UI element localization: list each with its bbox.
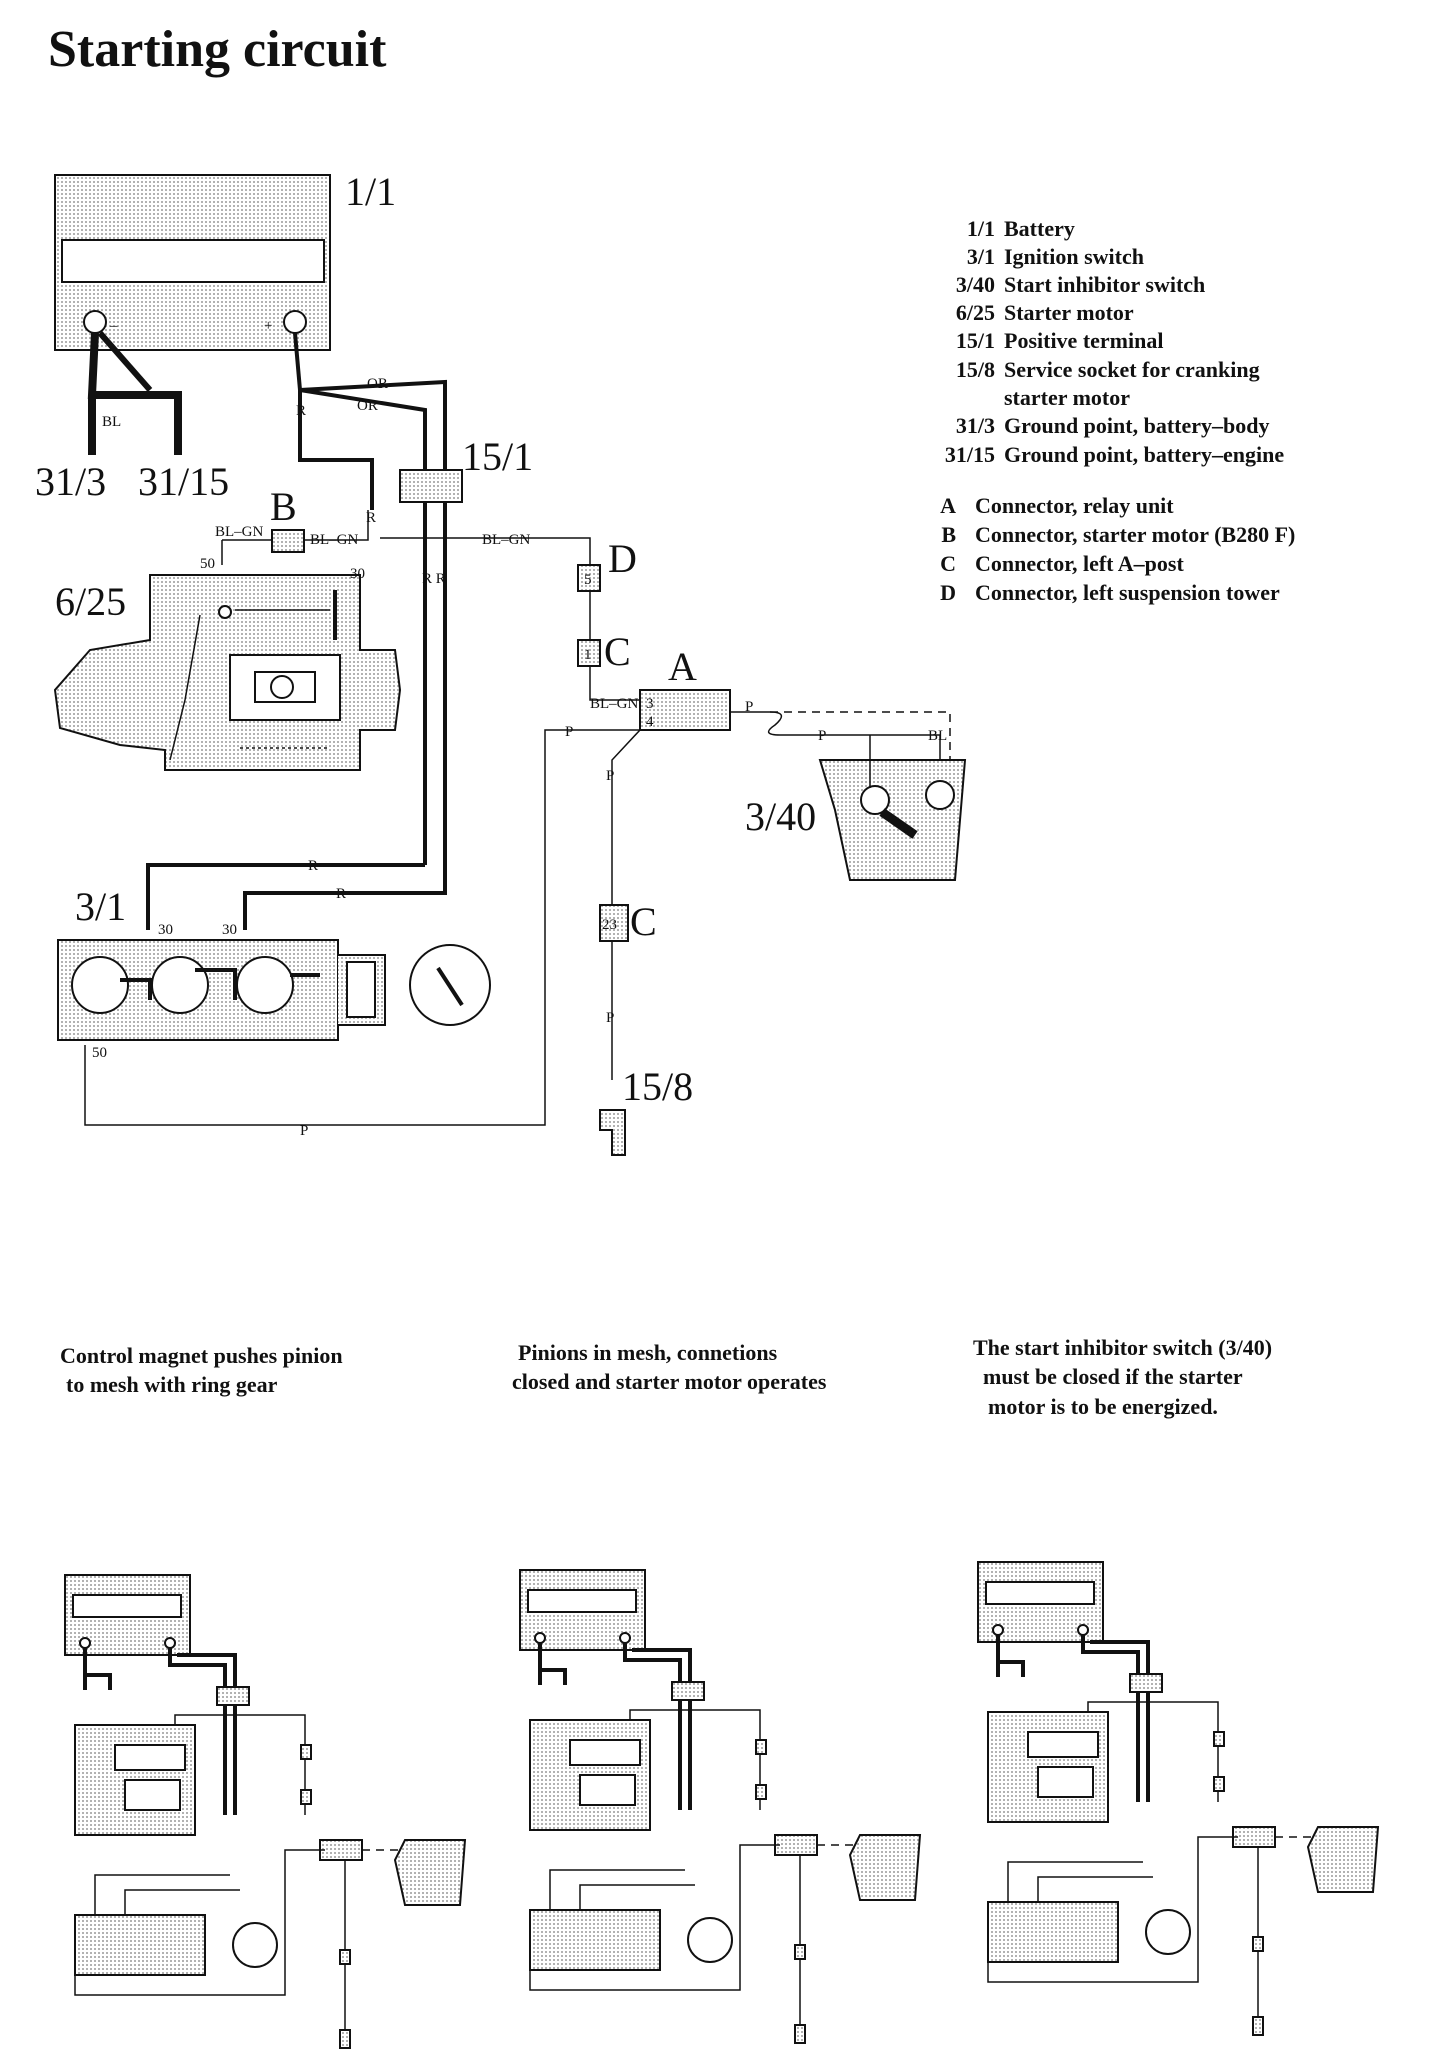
legend-text: Start inhibitor switch (1004, 272, 1205, 297)
legend-text: starter motor (1004, 385, 1130, 410)
inhibitor-switch-label: 3/40 (745, 794, 816, 839)
connector-a-label: A (668, 644, 697, 689)
battery-label: 1/1 (345, 169, 396, 214)
wire-label-bl-gn-b-right: BL–GN (310, 532, 359, 548)
ignition-terminal-30b: 30 (222, 922, 237, 938)
legend-text: Connector, relay unit (975, 493, 1174, 518)
legend-text: Service socket for cranking (1004, 357, 1260, 382)
legend-code: 1/1 (967, 216, 995, 241)
service-socket-label: 15/8 (622, 1064, 693, 1109)
legend-code: 3/1 (967, 244, 995, 269)
connector-a-pin4: 4 (646, 714, 654, 730)
connector-c-upper-label: C (604, 629, 631, 674)
caption-2: Pinions in mesh, connetions closed and s… (512, 1340, 827, 1394)
wire-label-p-bottom: P (300, 1123, 308, 1139)
caption-2-line1: Pinions in mesh, connetions (518, 1340, 778, 1365)
ignition-terminal-50: 50 (92, 1045, 107, 1061)
connector-b (271, 529, 305, 553)
wire-label-p-left: P (565, 724, 573, 740)
wire-label-r-battery: R (296, 403, 306, 419)
wire-label-r-ign2: R (336, 886, 346, 902)
connector-c-upper-pin: 1 (584, 647, 592, 663)
caption-3-line3: motor is to be energized. (988, 1394, 1218, 1419)
legend-code: B (941, 522, 956, 547)
mini-diagram-3 (976, 1560, 1380, 2037)
wire-label-bl-gn-a: BL–GN (590, 696, 639, 712)
legend-text: Battery (1004, 216, 1075, 241)
legend-text: Ground point, battery–engine (1004, 442, 1284, 467)
wire-label-or1: OR (367, 376, 388, 392)
caption-2-line2: closed and starter motor operates (512, 1369, 827, 1394)
caption-3-line2: must be closed if the starter (983, 1364, 1243, 1389)
battery: – + (54, 174, 331, 351)
ground-engine-label: 31/15 (138, 459, 229, 504)
start-inhibitor-switch (818, 735, 967, 881)
connector-c-lower-label: C (630, 899, 657, 944)
legend-code: D (940, 580, 956, 605)
wire-label-or2: OR (357, 398, 378, 414)
wire-label-p-down2: P (606, 1010, 614, 1026)
starter-motor (53, 574, 402, 771)
connector-d (577, 564, 601, 592)
ignition-switch (57, 939, 491, 1041)
ground-body-label: 31/3 (35, 459, 106, 504)
legend-code: A (940, 493, 956, 518)
page-title: Starting circuit (48, 21, 387, 78)
wire-label-bl-gn-b-left: BL–GN (215, 524, 264, 540)
positive-terminal-label: 15/1 (462, 434, 533, 479)
connector-c-lower-pin: 23 (602, 917, 617, 933)
legend-code: 3/40 (956, 272, 995, 297)
wire-label-p-down1: P (606, 768, 614, 784)
connector-b-label: B (270, 484, 297, 529)
mini-diagram-2 (518, 1568, 922, 2045)
legend: 1/1 Battery 3/1 Ignition switch 3/40 Start in… (940, 216, 1295, 605)
wire-label-r-mid: R (366, 510, 376, 526)
wire-label-r-r: R R (422, 571, 446, 587)
caption-1: Control magnet pushes pinion to mesh wit… (60, 1343, 343, 1397)
legend-text: Connector, starter motor (B280 F) (975, 522, 1295, 547)
wire-label-bl-inhibitor: BL (928, 728, 947, 744)
ignition-terminal-30a: 30 (158, 922, 173, 938)
wire-label-r-ign1: R (308, 858, 318, 874)
wire-label-bl: BL (102, 414, 121, 430)
svg-text:+: + (264, 318, 272, 334)
connector-d-pin: 5 (584, 572, 592, 588)
mini-diagram-1 (63, 1573, 467, 2050)
legend-code: 31/3 (956, 413, 995, 438)
legend-text: Connector, left suspension tower (975, 580, 1280, 605)
battery-positive-wiring (293, 332, 447, 880)
connector-a (639, 689, 731, 731)
wire-label-p-a: P (745, 699, 753, 715)
caption-3: The start inhibitor switch (3/40) must b… (973, 1335, 1272, 1419)
starter-terminal-50: 50 (200, 556, 215, 572)
ignition-switch-label: 3/1 (75, 884, 126, 929)
positive-terminal (399, 469, 463, 503)
svg-text:–: – (109, 318, 118, 334)
legend-text: Starter motor (1004, 300, 1134, 325)
wire-label-p-inhibitor: P (818, 728, 826, 744)
caption-1-line1: Control magnet pushes pinion (60, 1343, 343, 1368)
legend-code: C (940, 551, 956, 576)
legend-code: 15/1 (956, 328, 995, 353)
legend-code: 31/15 (945, 442, 995, 467)
ground-straps (87, 331, 182, 455)
legend-text: Ignition switch (1004, 244, 1144, 269)
connector-c-upper (577, 639, 601, 667)
starter-motor-label: 6/25 (55, 579, 126, 624)
connector-c-lower (599, 904, 629, 942)
legend-text: Connector, left A–post (975, 551, 1184, 576)
starter-terminal-30: 30 (350, 566, 365, 582)
legend-code: 15/8 (956, 357, 995, 382)
caption-3-line1: The start inhibitor switch (3/40) (973, 1335, 1272, 1360)
connector-d-label: D (608, 536, 637, 581)
legend-code: 6/25 (956, 300, 995, 325)
caption-1-line2: to mesh with ring gear (66, 1372, 278, 1397)
legend-text: Positive terminal (1004, 328, 1163, 353)
wire-label-bl-gn-d: BL–GN (482, 532, 531, 548)
legend-text: Ground point, battery–body (1004, 413, 1269, 438)
connector-a-pin3: 3 (646, 696, 654, 712)
service-socket (599, 1109, 626, 1156)
